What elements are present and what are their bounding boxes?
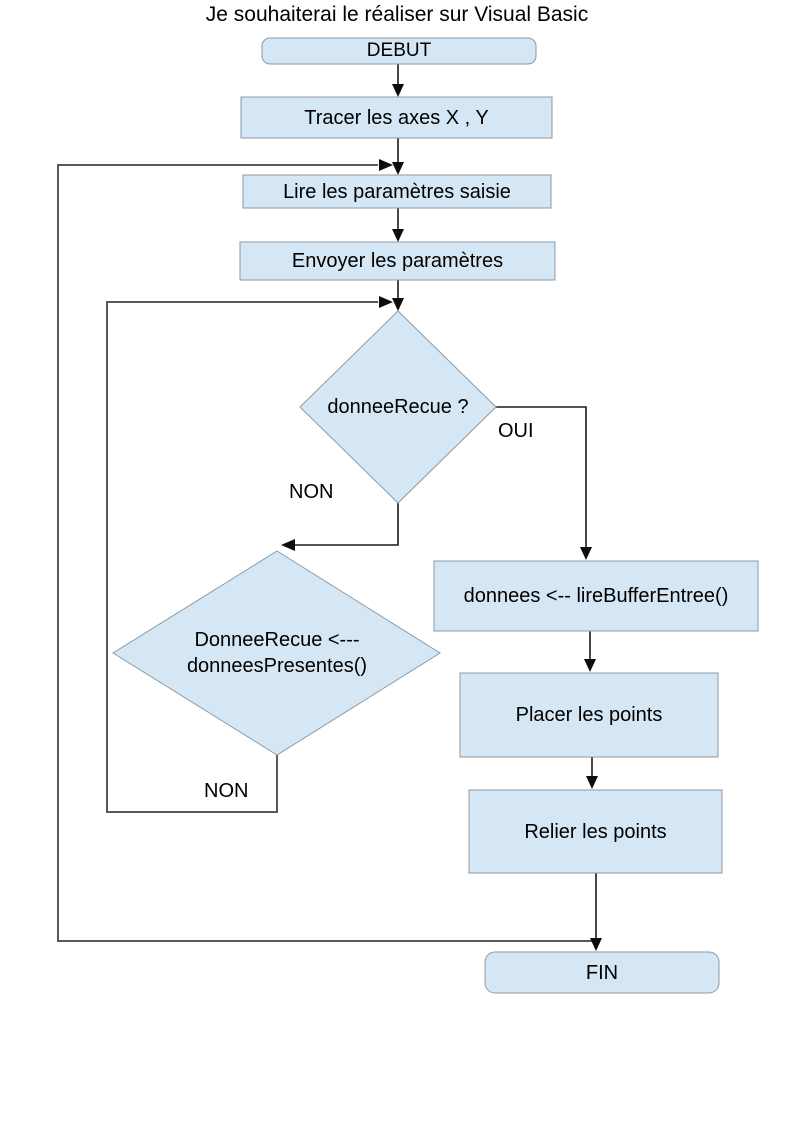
arrowhead-into-envoyer [392,229,404,242]
node-placer-shape [459,672,719,758]
node-fin-shape [484,951,720,994]
arrowhead-into-decision-donnee-recue [392,298,404,311]
node-relier-label: Relier les points [524,820,667,843]
edges-main [281,64,602,951]
edges-loopback [57,159,596,942]
arrowhead-loop-into-lire [379,159,393,171]
edge-label-non-2: NON [204,780,249,802]
node-lirebuffer-shape [433,560,759,632]
arrowhead-into-fin [590,938,602,951]
diagram-title: Je souhaiterai le réaliser sur Visual Ba… [205,3,589,26]
node-decision-donnee-recue-label: donneeRecue ? [327,396,469,418]
decision-donnees-presentes-line2: donneesPresentes() [186,655,368,677]
arrowhead-into-relier [586,776,598,789]
node-tracer-shape [240,96,553,139]
node-placer-label: Placer les points [515,704,663,726]
node-lire-label: Lire les paramètres saisie [283,180,511,203]
arrowhead-into-lire [392,162,404,175]
edge-non-decision1-decision2 [294,503,399,546]
arrowhead-into-placer [584,659,596,672]
node-debut-shape [261,37,537,65]
node-lirebuffer-label: donnees <-- lireBufferEntree() [463,585,729,607]
decision-donnees-presentes-line1: DonneeRecue <--- [194,629,360,651]
node-debut-label: DEBUT [366,39,432,61]
node-tracer-label: Tracer les axes X , Y [304,106,489,129]
node-lire-shape [242,174,552,209]
node-fin-label: FIN [585,961,619,984]
edge-loop-relier-to-lire [57,164,596,942]
edge-loop-non-to-donnee-recue [106,301,378,813]
node-envoyer-label: Envoyer les paramètres [291,250,504,272]
node-decision-donnee-recue-shape [299,310,497,504]
node-shapes [112,37,759,994]
edge-label-non-1: NON [289,481,334,503]
node-decision-donnees-presentes-label: DonneeRecue <--- donneesPresentes() [113,551,441,755]
arrowhead-loop-into-decision [379,296,393,308]
arrowhead-into-lirebuffer [580,547,592,560]
arrowhead-into-tracer [392,84,404,97]
node-decision-donnees-presentes-shape [112,550,441,756]
edge-oui-decision-lirebuffer [496,406,587,548]
node-envoyer-shape [239,241,556,281]
node-relier-shape [468,789,723,874]
arrowhead-into-decision-donnees-presentes [281,539,295,551]
edge-label-oui: OUI [498,420,534,442]
